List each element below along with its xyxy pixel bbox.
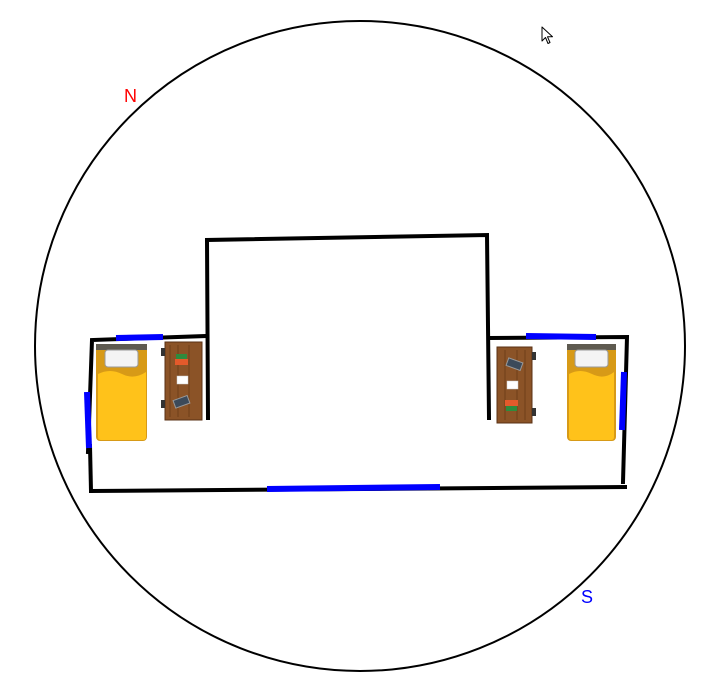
desk-left-icon <box>161 341 203 421</box>
desk-right-icon <box>496 346 536 424</box>
central-wall <box>204 232 492 421</box>
bed-left-icon <box>96 344 147 441</box>
window-right-side <box>619 371 627 431</box>
window-left-top <box>115 334 164 341</box>
orientation-circle <box>34 20 686 672</box>
mouse-pointer-icon <box>541 26 553 44</box>
windows <box>84 333 627 492</box>
north-label: N <box>124 86 137 106</box>
south-label: S <box>581 587 594 607</box>
bed-right-icon <box>567 344 616 441</box>
window-bottom <box>266 484 441 492</box>
window-right-top <box>525 333 597 340</box>
left-wing-lower-wall <box>87 443 94 494</box>
window-left-side <box>84 391 92 449</box>
